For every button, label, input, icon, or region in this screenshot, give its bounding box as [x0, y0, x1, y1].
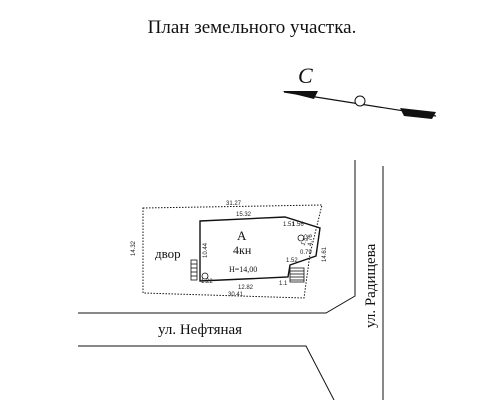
rear-stairs	[289, 267, 305, 283]
street-label-radishcheva: ул. Радищева	[363, 243, 379, 328]
dim-building-bottom: 12.82	[238, 285, 254, 291]
building-floors: 4кн	[233, 243, 252, 257]
dim-plot-left: 14.32	[131, 240, 137, 256]
building-height: Н=14,00	[229, 265, 257, 274]
north-label: С	[298, 63, 313, 88]
dim-plot-top: 31.27	[226, 201, 242, 207]
yard-label: двор	[155, 246, 181, 261]
dim-corner-e: 1.52	[300, 233, 311, 247]
north-arrow-circle	[354, 95, 366, 107]
street-outer-curb-horizontal	[78, 345, 335, 400]
entrance-steps	[190, 259, 198, 281]
building-letter: А	[237, 228, 247, 243]
dim-corner-b: 1.56	[292, 222, 304, 228]
dim-building-left: 10.44	[203, 242, 209, 258]
street-lines	[78, 160, 384, 400]
page-title: План земельного участка.	[148, 17, 357, 38]
dim-plot-right: 14.61	[322, 246, 328, 262]
north-arrow-tail-icon	[400, 108, 436, 119]
dim-building-top: 15.32	[236, 212, 252, 218]
dim-plot-bottom: 30.41	[228, 292, 244, 298]
corner-marker	[201, 272, 209, 280]
dim-corner-f: 1.22	[201, 279, 213, 285]
corner-marker	[297, 234, 305, 242]
building-outline	[199, 216, 321, 282]
street-label-neftyanaya: ул. Нефтяная	[158, 322, 242, 338]
dim-corner-g: 1.1	[279, 281, 288, 287]
street-inner-curb	[78, 160, 356, 314]
dim-corner-c: 1.52	[286, 258, 298, 264]
dim-building-right: 4.76	[308, 234, 314, 246]
dim-corner-a: 1.51	[283, 222, 295, 228]
dim-corner-d: 0.79	[300, 250, 312, 256]
north-arrow-head-icon	[282, 91, 318, 99]
north-arrow: С	[282, 63, 437, 119]
